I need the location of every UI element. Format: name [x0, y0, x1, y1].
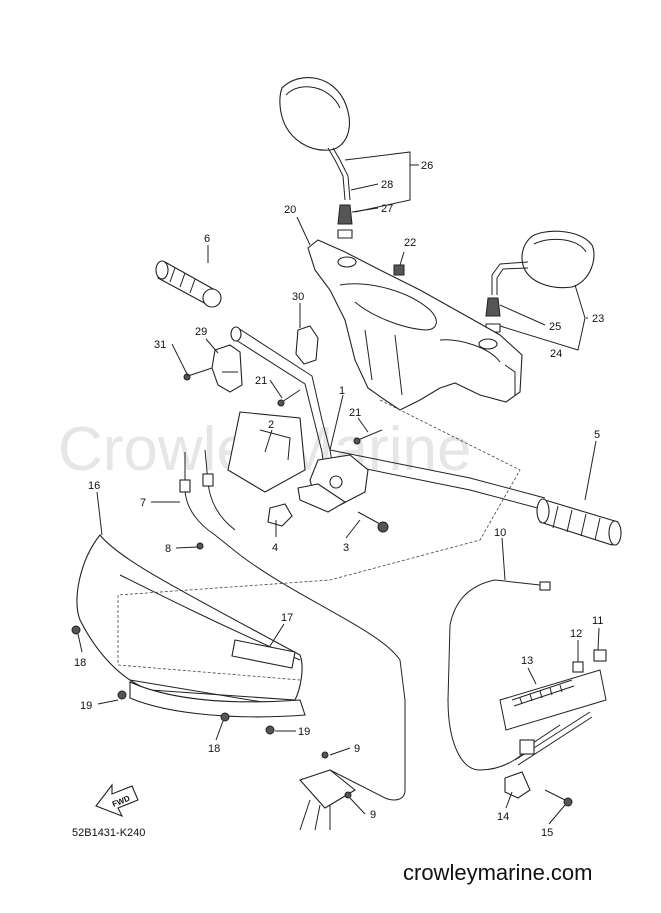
callout-19b: 19 — [298, 726, 310, 738]
screw-21a — [277, 389, 301, 407]
adjuster-12 — [572, 661, 584, 673]
handlebar-holder — [297, 454, 369, 513]
callout-17: 17 — [281, 612, 293, 624]
callout-11: 11 — [592, 615, 603, 627]
callout-19a: 19 — [80, 700, 92, 712]
boot-left — [337, 204, 353, 239]
screw-19b — [265, 725, 275, 735]
screw-18b — [220, 712, 230, 722]
callout-28: 28 — [381, 179, 393, 191]
front-cover — [76, 534, 306, 718]
callout-26: 26 — [421, 160, 433, 172]
right-mirror — [491, 230, 595, 295]
callout-27: 27 — [381, 203, 393, 215]
callout-20: 20 — [284, 204, 296, 216]
callout-31: 31 — [154, 339, 166, 351]
right-grip — [536, 498, 622, 546]
callout-16: 16 — [88, 480, 100, 492]
lever-holder-29 — [211, 344, 243, 393]
callout-13: 13 — [521, 655, 533, 667]
callout-15: 15 — [541, 827, 553, 839]
leader-lines — [77, 151, 600, 825]
callout-7: 7 — [140, 497, 146, 509]
screw-18a — [71, 625, 81, 635]
website-url: crowleymarine.com — [403, 860, 593, 885]
callout-8: 8 — [165, 543, 171, 555]
callout-9b: 9 — [370, 809, 376, 821]
screw-19a — [117, 690, 127, 700]
cover-dashed-outline — [117, 399, 521, 681]
callout-2: 2 — [268, 419, 274, 431]
callout-10: 10 — [494, 527, 506, 539]
nut-11 — [593, 649, 607, 662]
callout-5: 5 — [594, 429, 600, 441]
diagram-code: 52B1431-K240 — [72, 827, 145, 839]
callout-labels: 1 2 3 4 5 6 7 8 9 9 10 11 12 13 14 15 16… — [74, 160, 604, 839]
callout-22: 22 — [404, 237, 416, 249]
callout-24: 24 — [550, 348, 562, 360]
callout-1: 1 — [339, 385, 345, 397]
clamp-14 — [504, 771, 531, 799]
lever-holder-30 — [295, 325, 319, 365]
bolt-3 — [357, 511, 389, 533]
callout-14: 14 — [497, 811, 509, 823]
bolt-15 — [544, 789, 573, 807]
boot-right — [485, 297, 501, 333]
callout-3: 3 — [343, 542, 349, 554]
callout-29: 29 — [195, 326, 207, 338]
spring-parts-box — [499, 669, 607, 731]
left-cables — [179, 449, 406, 801]
spring-13 — [511, 679, 575, 707]
lower-bracket — [299, 751, 356, 831]
upper-handlebar-cover — [307, 239, 523, 411]
callout-12: 12 — [570, 628, 582, 640]
callout-4: 4 — [272, 542, 278, 554]
handlebar — [230, 326, 546, 511]
callout-21a: 21 — [255, 375, 267, 387]
callout-18b: 18 — [208, 743, 220, 755]
callout-25: 25 — [549, 321, 561, 333]
callout-6: 6 — [204, 233, 210, 245]
left-grip — [155, 260, 222, 308]
nut-4 — [267, 503, 293, 527]
left-mirror — [279, 77, 351, 201]
gasket-2 — [227, 411, 306, 493]
throttle-cable — [447, 579, 561, 771]
callout-23: 23 — [592, 313, 604, 325]
fwd-arrow-icon: FWD — [95, 783, 139, 818]
screw-31 — [183, 367, 213, 381]
callout-9a: 9 — [354, 743, 360, 755]
screw-21b — [353, 429, 383, 445]
cable-end — [514, 711, 593, 766]
callout-30: 30 — [292, 291, 304, 303]
callout-21b: 21 — [349, 407, 361, 419]
callout-18a: 18 — [74, 657, 86, 669]
grommet-22 — [393, 264, 405, 276]
